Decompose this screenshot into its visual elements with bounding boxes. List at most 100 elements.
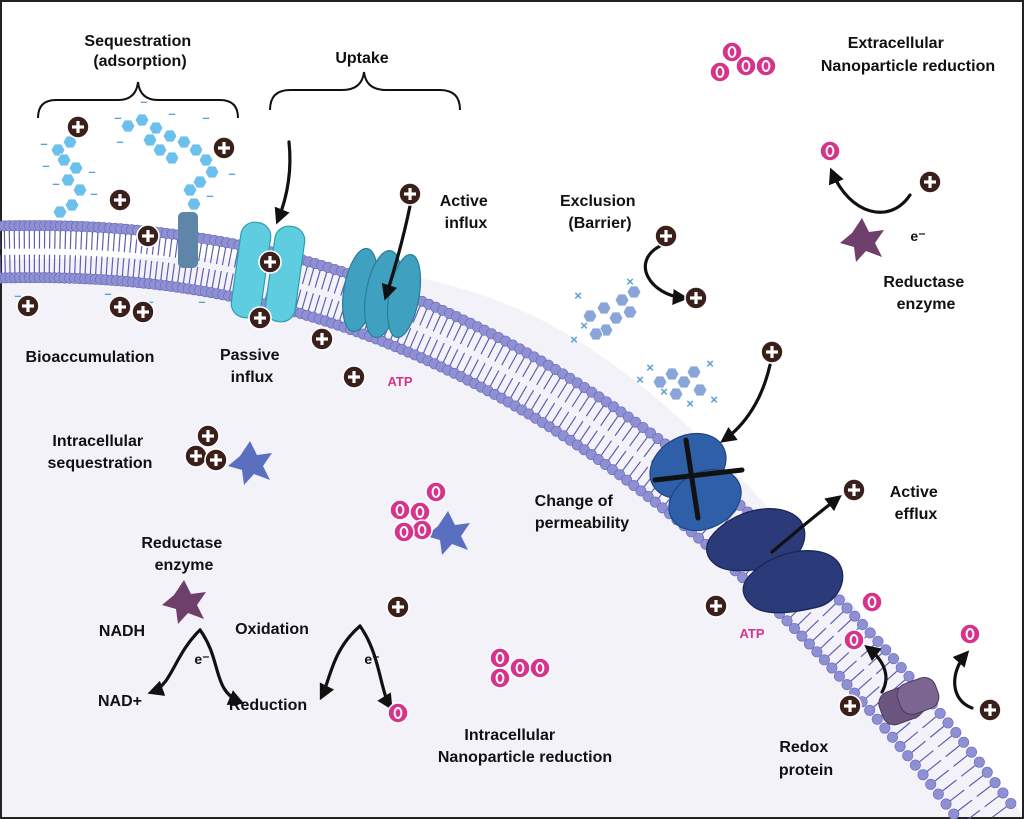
label-sequestration: Sequestration (adsorption) <box>84 33 195 70</box>
label-active-influx: Active influx <box>440 193 492 232</box>
excluded-molecule-unit <box>676 375 692 389</box>
redox-arrow-2 <box>952 650 974 710</box>
lipid-head <box>909 759 921 771</box>
sequestration-brace <box>37 81 239 119</box>
lipid-head <box>644 427 656 439</box>
cation <box>136 224 160 248</box>
excluded-molecule-unit <box>668 387 684 401</box>
cation <box>212 136 236 160</box>
active-efflux-arrow <box>770 495 842 554</box>
active-influx-arrow <box>381 204 412 301</box>
negative-charge: – <box>14 288 21 303</box>
negative-charge: – <box>104 286 111 301</box>
exclusion-mark: × <box>570 332 578 347</box>
cation <box>16 294 40 318</box>
nanoparticle <box>709 61 731 83</box>
exclusion-arrow <box>643 244 689 305</box>
blocked-channel <box>649 432 745 532</box>
extracellular-reduction-arrow <box>828 167 912 214</box>
nanoparticle <box>389 499 411 521</box>
uptake-arrow <box>274 140 292 225</box>
lipid-head <box>997 787 1009 799</box>
cation <box>760 340 784 364</box>
cation <box>684 286 708 310</box>
label-active-efflux: Active efflux <box>890 484 942 523</box>
label-extracellular-reduction: Extracellular Nanoparticle reduction <box>821 35 995 75</box>
negative-charge: – <box>140 94 147 109</box>
negative-charge: – <box>40 136 47 151</box>
nanoparticle <box>509 657 531 679</box>
adsorbed-molecule-unit <box>134 113 150 127</box>
label-reductase-enzyme-right: Reductase enzyme <box>883 274 968 313</box>
nanoparticle <box>489 647 511 669</box>
lipid-head <box>942 717 954 729</box>
nanoparticle <box>425 481 447 503</box>
excluded-molecule-unit <box>588 327 604 341</box>
lipid-head <box>652 432 664 444</box>
nanoparticle <box>959 623 981 645</box>
label-reduction: Reduction <box>229 697 307 714</box>
negative-charge: – <box>114 110 121 125</box>
uptake-brace <box>269 71 461 111</box>
cation <box>978 698 1002 722</box>
lipid-head <box>879 722 891 734</box>
label-exclusion: Exclusion (Barrier) <box>560 193 640 232</box>
adsorbed-molecule-unit <box>56 153 72 167</box>
process-arrows <box>147 140 974 711</box>
lipid-head <box>841 602 853 614</box>
adsorbed-molecule-unit <box>198 153 214 167</box>
efflux-pump <box>706 508 844 614</box>
cation <box>258 250 282 274</box>
exclusion-mark: × <box>636 372 644 387</box>
excluded-molecules: ×××××××××× <box>570 274 718 411</box>
adsorbed-molecule-unit <box>60 173 76 187</box>
excluded-molecule-unit <box>622 305 638 319</box>
label-intracellular-sequestration: Intracellular sequestration <box>48 433 153 472</box>
label-nadh: NADH <box>99 623 145 640</box>
lipid-head <box>886 731 898 743</box>
exclusion-mark: × <box>574 288 582 303</box>
adsorbed-molecule-unit <box>120 119 136 133</box>
lipid-head <box>989 777 1001 789</box>
lipid-head <box>940 798 952 810</box>
label-passive-influx: Passive influx <box>220 347 284 386</box>
cation <box>918 170 942 194</box>
electron-label-cation: e⁻ <box>364 651 379 667</box>
lipid-head <box>642 490 654 502</box>
cation <box>108 188 132 212</box>
nanoparticle <box>755 55 777 77</box>
exclusion-mark: × <box>580 318 588 333</box>
excluded-molecule-unit <box>596 301 612 315</box>
negative-charge: – <box>116 134 123 149</box>
nanoparticle <box>411 519 433 541</box>
exclusion-mark: × <box>706 356 714 371</box>
negative-charge: – <box>206 188 213 203</box>
lipid-head <box>1005 797 1017 809</box>
lipid-head <box>811 646 823 658</box>
electron-label-enzyme: e⁻ <box>194 651 209 667</box>
lipid-head <box>826 662 838 674</box>
lipid-head <box>803 638 815 650</box>
lipid-head <box>833 594 845 606</box>
lipid-head <box>895 661 907 673</box>
redox-protein <box>878 677 940 726</box>
lipid-head <box>818 654 830 666</box>
electron-label-extracellular: e⁻ <box>910 228 925 244</box>
excluded-molecule-unit <box>692 383 708 397</box>
cation <box>108 295 132 319</box>
label-atp-influx: ATP <box>387 374 412 389</box>
adsorbed-molecule-unit <box>148 121 164 135</box>
lipid-head <box>872 635 884 647</box>
cation <box>838 694 862 718</box>
nanoparticle <box>735 55 757 77</box>
passive-channel <box>230 221 306 323</box>
label-reductase-enzyme-left: Reductase enzyme <box>141 535 226 574</box>
redox-arrow-1 <box>864 645 888 694</box>
negative-charge: – <box>90 186 97 201</box>
exclusion-mark: × <box>660 384 668 399</box>
lipid-head <box>864 704 876 716</box>
lipid-head <box>981 766 993 778</box>
cell-interior <box>0 257 1024 819</box>
